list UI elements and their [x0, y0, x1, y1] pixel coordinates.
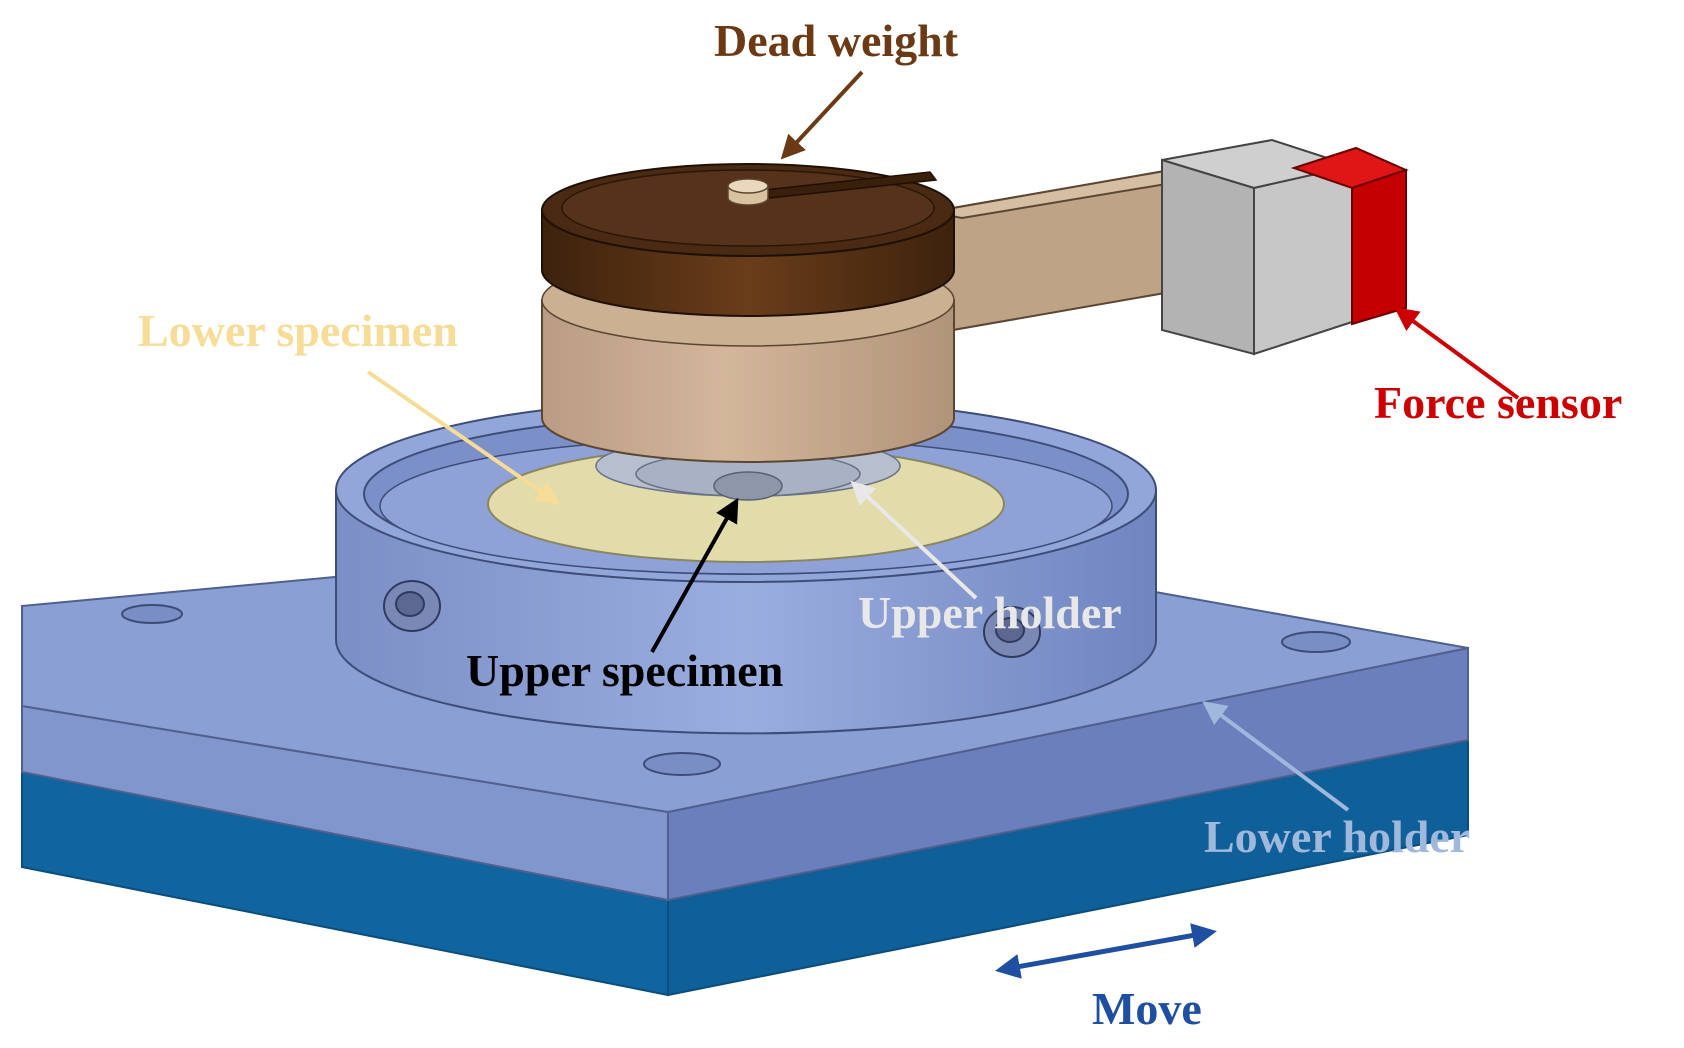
socket-screw — [983, 606, 1041, 658]
socket-screw — [383, 580, 441, 632]
force-sensor — [1161, 138, 1409, 356]
upper-specimen-label: Upper specimen — [466, 645, 784, 696]
move-arrow — [995, 923, 1217, 979]
lower-specimen-label: Lower specimen — [138, 305, 458, 356]
mount-hole — [121, 604, 183, 624]
dead-weight — [541, 163, 955, 463]
upper-specimen-arrow — [650, 497, 739, 653]
dead-weight-label: Dead weight — [714, 15, 959, 66]
lower-holder-label: Lower holder — [1204, 811, 1471, 862]
upper-holder-arrow — [850, 480, 978, 600]
mount-hole — [643, 752, 721, 776]
upper-specimen-ball — [713, 471, 783, 501]
force-sensor-label: Force sensor — [1374, 377, 1623, 428]
force-sensor-arrow — [1394, 307, 1520, 400]
upper-holder-label: Upper holder — [858, 587, 1122, 638]
mount-hole — [1281, 631, 1351, 653]
lower-specimen-arrow — [366, 370, 560, 505]
lower-holder-arrow — [1202, 701, 1350, 812]
move-label: Move — [1092, 983, 1202, 1034]
dead-weight-arrow — [780, 70, 864, 160]
